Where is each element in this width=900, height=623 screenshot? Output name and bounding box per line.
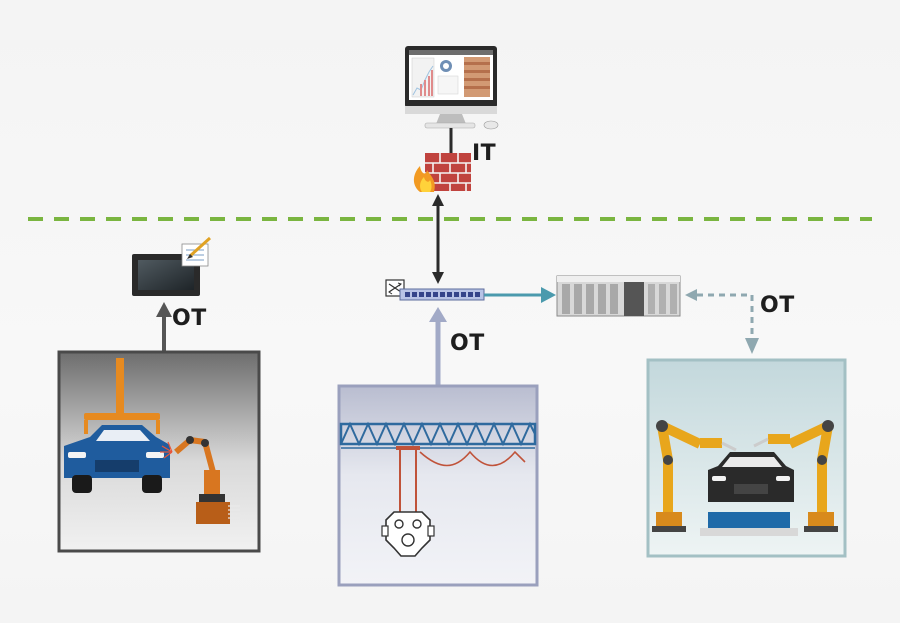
plc-rack-icon [556, 275, 681, 317]
crane-switch-arrowhead [429, 307, 447, 322]
label-ot-hmi: OT [172, 306, 207, 331]
switch-plc-arrowhead [541, 287, 556, 303]
label-ot-crane: OT [450, 331, 485, 356]
firewall-icon [413, 153, 471, 192]
label-ot-robot: OT [760, 293, 795, 318]
label-it: IT [472, 141, 497, 166]
assembly-robots-icon [646, 358, 847, 558]
welding-hmi-arrowhead [156, 302, 172, 317]
plc-robot-link [685, 289, 759, 354]
hmi-tablet-icon [132, 236, 212, 296]
welding-robot-icon [57, 350, 261, 553]
network-switch-icon [385, 279, 485, 301]
crane-hoist-icon [337, 384, 539, 587]
monitor-icon [405, 46, 499, 130]
